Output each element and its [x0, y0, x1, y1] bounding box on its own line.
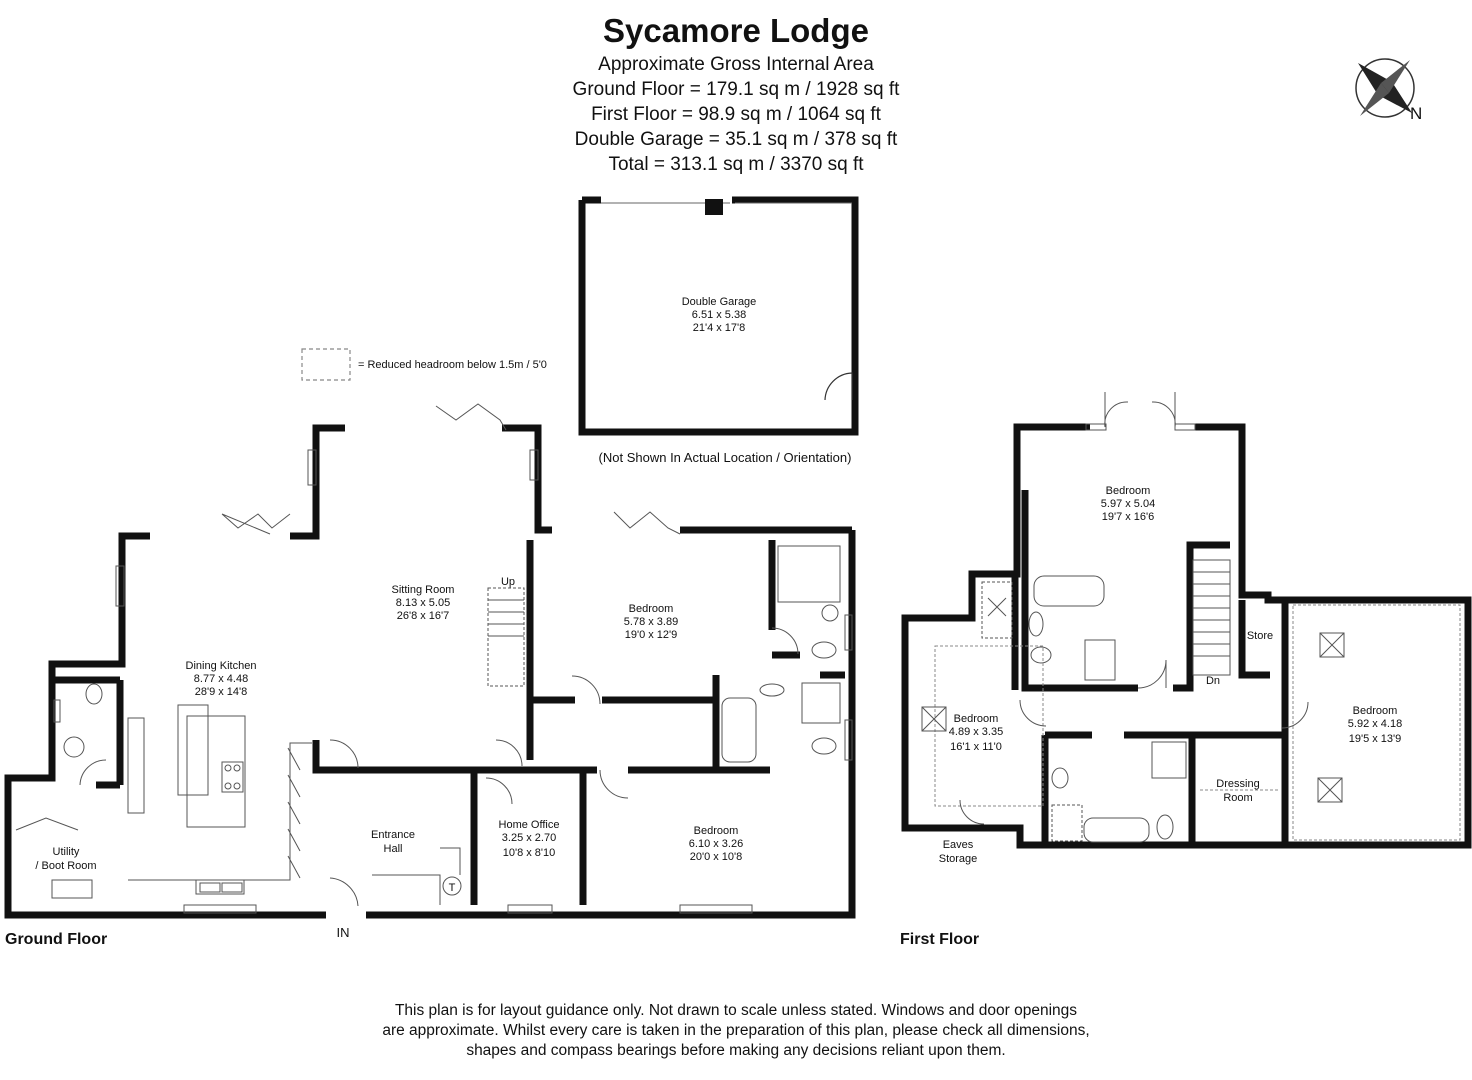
first-floor-area: First Floor = 98.9 sq m / 1064 sq ft	[591, 104, 881, 125]
home-office-metric: 3.25 x 2.70	[502, 832, 556, 844]
disclaimer-line-1: This plan is for layout guidance only. N…	[394, 1002, 1078, 1019]
bedroom-1-metric: 5.78 x 3.89	[624, 616, 678, 628]
bedroom-right-metric: 5.92 x 4.18	[1348, 718, 1402, 730]
dressing-room-name-2: Room	[1223, 792, 1252, 804]
entrance-hall-name-1: Entrance	[371, 829, 415, 841]
compass-north-label: N	[1410, 104, 1422, 123]
utility-name-1: Utility	[53, 846, 80, 858]
bedroom-right-imperial: 19'5 x 13'9	[1349, 733, 1402, 745]
disclaimer-line-3: shapes and compass bearings before makin…	[466, 1042, 1006, 1059]
bedroom-2-imperial: 20'0 x 10'8	[690, 851, 743, 863]
bedroom-right-name: Bedroom	[1353, 705, 1398, 717]
store-name: Store	[1247, 630, 1273, 642]
headroom-legend: = Reduced headroom below 1.5m / 5'0	[301, 348, 547, 381]
garage-imperial: 21'4 x 17'8	[693, 322, 746, 334]
dining-kitchen-name: Dining Kitchen	[186, 660, 257, 672]
bedroom-2-metric: 6.10 x 3.26	[689, 838, 743, 850]
plan-title: Sycamore Lodge	[603, 12, 869, 49]
bedroom-1-name: Bedroom	[629, 603, 674, 615]
ground-floor-fixtures	[15, 403, 853, 914]
ground-floor-labels: Dining Kitchen 8.77 x 4.48 28'9 x 14'8 S…	[5, 576, 743, 948]
dressing-room-name-1: Dressing	[1216, 778, 1259, 790]
sitting-room-name: Sitting Room	[392, 584, 455, 596]
home-office-imperial: 10'8 x 8'10	[503, 847, 556, 859]
first-floor-walls	[901, 423, 1472, 849]
bedroom-left-imperial: 16'1 x 11'0	[950, 741, 1002, 753]
ground-floor-area: Ground Floor = 179.1 sq m / 1928 sq ft	[572, 79, 900, 100]
eaves-storage-name-2: Storage	[939, 853, 978, 865]
compass-rose: N	[1355, 58, 1422, 123]
double-garage-area: Double Garage = 35.1 sq m / 378 sq ft	[574, 129, 898, 150]
disclaimer: This plan is for layout guidance only. N…	[0, 1001, 1472, 1061]
utility-name-2: / Boot Room	[35, 860, 96, 872]
bedroom-left-name: Bedroom	[954, 713, 999, 725]
floor-plan: N = Reduced headroom below 1.5m / 5'0 Do…	[4, 58, 1472, 948]
area-label: Approximate Gross Internal Area	[598, 54, 874, 75]
garage-note: (Not Shown In Actual Location / Orientat…	[599, 450, 852, 465]
entrance-hall-name-2: Hall	[384, 843, 403, 855]
dining-kitchen-metric: 8.77 x 4.48	[194, 673, 248, 685]
boiler-label: T	[449, 882, 456, 894]
first-floor-labels: Bedroom 5.97 x 5.04 19'7 x 16'6 Bedroom …	[900, 485, 1402, 948]
bedroom-left-metric: 4.89 x 3.35	[949, 726, 1003, 738]
stairs-down-label: Dn	[1206, 675, 1220, 687]
bedroom-top-metric: 5.97 x 5.04	[1101, 498, 1155, 510]
bedroom-2-name: Bedroom	[694, 825, 739, 837]
first-floor-label: First Floor	[900, 931, 979, 948]
ground-floor-walls	[4, 424, 856, 919]
garage-name: Double Garage	[682, 296, 757, 308]
entrance-label: IN	[337, 925, 350, 940]
eaves-storage-name-1: Eaves	[943, 839, 974, 851]
headroom-legend-text: = Reduced headroom below 1.5m / 5'0	[358, 359, 547, 371]
bedroom-top-imperial: 19'7 x 16'6	[1102, 511, 1155, 523]
sitting-room-metric: 8.13 x 5.05	[396, 597, 450, 609]
stairs-up-label: Up	[501, 576, 515, 588]
bedroom-1-imperial: 19'0 x 12'9	[625, 629, 678, 641]
home-office-name: Home Office	[499, 819, 560, 831]
disclaimer-line-2: are approximate. Whilst every care is ta…	[382, 1022, 1090, 1039]
dining-kitchen-imperial: 28'9 x 14'8	[195, 686, 248, 698]
bedroom-top-name: Bedroom	[1106, 485, 1151, 497]
sitting-room-imperial: 26'8 x 16'7	[397, 610, 450, 622]
total-area: Total = 313.1 sq m / 3370 sq ft	[608, 154, 864, 175]
ground-floor-label: Ground Floor	[5, 931, 107, 948]
double-garage: Double Garage 6.51 x 5.38 21'4 x 17'8 (N…	[578, 196, 859, 465]
garage-metric: 6.51 x 5.38	[692, 309, 746, 321]
first-floor-fixtures	[921, 392, 1461, 843]
